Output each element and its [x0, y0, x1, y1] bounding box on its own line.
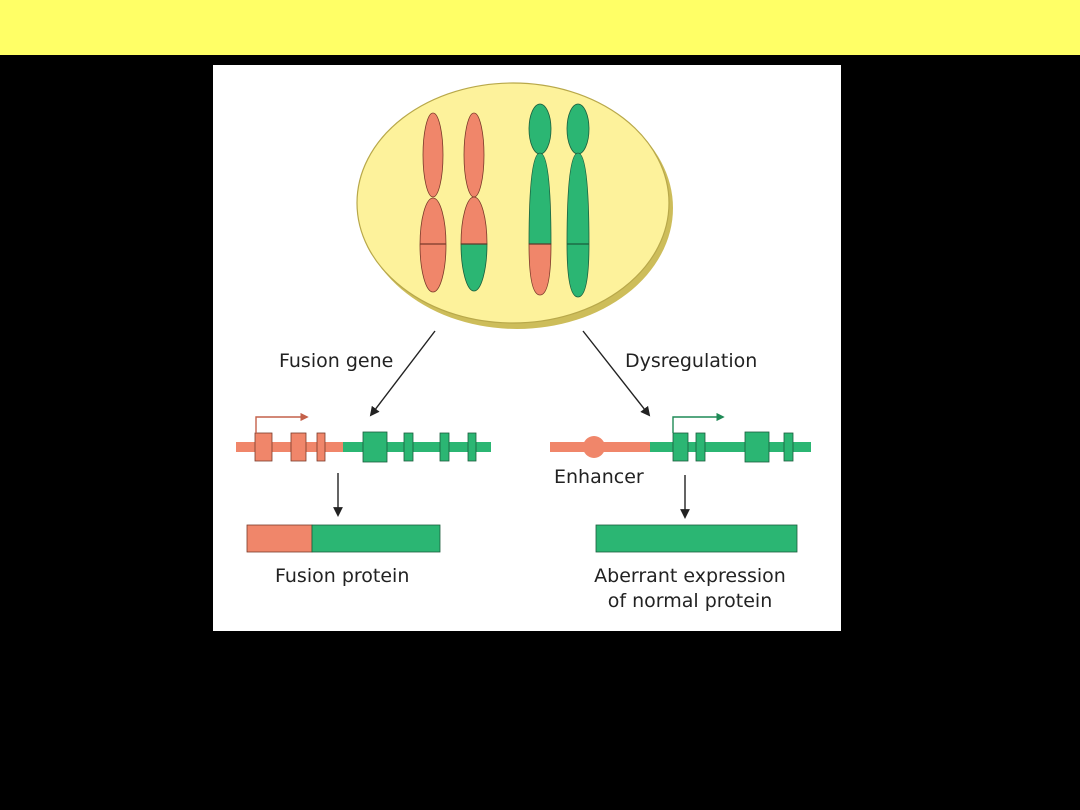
fusion-gene-label: Fusion gene: [279, 350, 393, 372]
dysregulation-arrow: [582, 330, 651, 417]
chromosome-salmon-derivative: [460, 112, 488, 292]
exon: [316, 432, 326, 462]
exon: [290, 432, 307, 462]
aberrant-expression-label-line2: of normal protein: [608, 590, 773, 612]
exon: [672, 432, 689, 462]
chromosome-green-normal: [566, 103, 590, 298]
bent-arrow-icon: [255, 412, 309, 433]
exon: [362, 431, 388, 463]
exon: [783, 432, 794, 462]
dysregulation-label: Dysregulation: [625, 350, 757, 372]
nucleus-body: [356, 82, 670, 324]
chromosome-green-derivative: [528, 103, 552, 296]
exon: [744, 431, 770, 463]
exon: [254, 432, 273, 462]
enhancer-label: Enhancer: [554, 466, 644, 488]
normal-protein-bar: [595, 524, 798, 553]
fusion-gene-construct: [236, 412, 491, 463]
exon: [695, 432, 706, 462]
fusion-protein-bar: [246, 524, 441, 553]
fusion-gene-arrow: [369, 330, 436, 417]
bent-arrow-icon: [672, 412, 725, 433]
exon: [439, 432, 450, 462]
figure-panel: Fusion gene Dysregulation Enhance: [213, 65, 841, 631]
exon: [467, 432, 477, 462]
chromosome-salmon-normal: [419, 112, 447, 293]
title-bar: [0, 0, 1080, 55]
fusion-protein-label: Fusion protein: [275, 565, 409, 587]
translocation-diagram: Fusion gene Dysregulation Enhance: [236, 82, 811, 612]
nucleus: [356, 82, 673, 329]
aberrant-expression-label-line1: Aberrant expression: [594, 565, 786, 587]
exon: [403, 432, 414, 462]
dysregulated-gene-construct: [550, 412, 811, 463]
enhancer-element: [583, 436, 605, 458]
